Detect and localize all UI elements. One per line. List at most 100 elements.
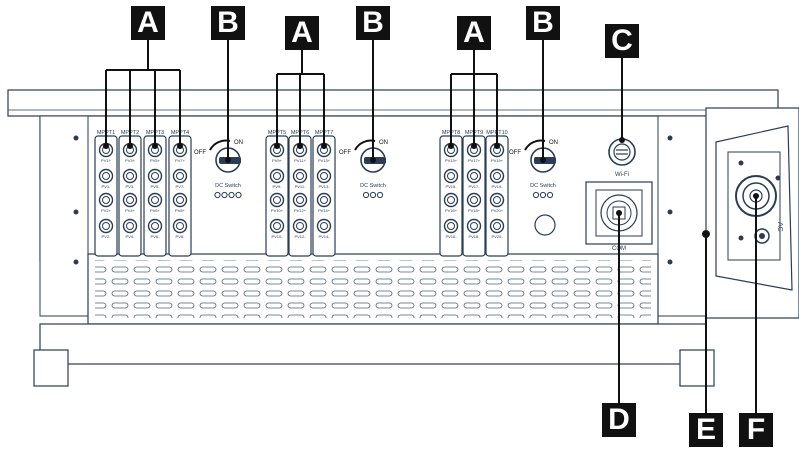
- top-lid: [7, 89, 779, 117]
- pv-connector-core: [296, 222, 304, 230]
- vent-grille: [87, 253, 659, 325]
- dc-switch-label: DC Switch: [215, 183, 241, 189]
- pv-connector-core: [273, 196, 281, 204]
- pv-label: PV14-: [318, 234, 330, 239]
- pv-connector-core: [151, 172, 159, 180]
- bottom-frame: [33, 323, 715, 387]
- pv-label: PV16-: [445, 234, 457, 239]
- pv-label: PV19-: [491, 184, 503, 189]
- callout-a-3: A: [457, 16, 491, 50]
- pv-label: PV9+: [272, 158, 283, 163]
- pv-label: PV4-: [126, 234, 136, 239]
- pv-label: PV16+: [445, 208, 458, 213]
- pv-connector-core: [176, 196, 184, 204]
- pv-label: PV2-: [102, 234, 112, 239]
- pv-connector-core: [470, 222, 478, 230]
- switch-indicator-dot: [214, 191, 221, 199]
- pv-connector-core: [273, 222, 281, 230]
- pv-label: PV15+: [445, 158, 458, 163]
- pv-label: PV5-: [151, 184, 161, 189]
- pv-label: PV10+: [271, 208, 284, 213]
- switch-on-label: ON: [379, 140, 388, 146]
- pv-label: PV18-: [468, 234, 480, 239]
- pv-label: PV7-: [176, 184, 186, 189]
- wifi-port[interactable]: Wi-Fi: [608, 138, 636, 178]
- pv-connector-core: [320, 172, 328, 180]
- switch-indicator-dot: [235, 191, 242, 199]
- callout-c: C: [605, 24, 639, 58]
- pv-label: PV6-: [151, 234, 161, 239]
- pv-label: PV14+: [318, 208, 331, 213]
- dc-switch[interactable]: ON OFF DC Switch: [194, 139, 243, 199]
- pv-label: PV20+: [491, 208, 504, 213]
- pv-connector-core: [176, 222, 184, 230]
- pv-connector-core: [102, 222, 110, 230]
- pv-label: PV8+: [175, 208, 186, 213]
- pv-label: PV3+: [125, 158, 136, 163]
- pv-label: PV12-: [294, 234, 306, 239]
- pv-label: PV8-: [176, 234, 186, 239]
- pv-connector-core: [102, 196, 110, 204]
- pv-label: PV12+: [294, 208, 307, 213]
- pv-label: PV6+: [150, 208, 161, 213]
- switch-off-label: OFF: [339, 150, 351, 156]
- pv-connector-core: [126, 196, 134, 204]
- pv-label: PV11-: [295, 184, 306, 189]
- switch-indicator-dot: [369, 191, 377, 199]
- pv-label: PV3-: [126, 184, 136, 189]
- pv-connector-core: [273, 172, 281, 180]
- pv-label: PV18+: [468, 208, 481, 213]
- callout-b-3: B: [526, 6, 560, 40]
- pv-connector-core: [470, 196, 478, 204]
- pv-label: PV10-: [271, 234, 283, 239]
- ac-side-panel: AC: [702, 107, 799, 319]
- pv-label: PV15-: [445, 184, 457, 189]
- pv-connector-core: [320, 222, 328, 230]
- switch-off-label: OFF: [194, 150, 206, 156]
- pv-connector-core: [126, 172, 134, 180]
- pv-label: PV19+: [491, 158, 504, 163]
- pv-label: PV17+: [468, 158, 481, 163]
- switch-on-label: ON: [234, 140, 243, 146]
- callout-a-1: A: [131, 6, 165, 40]
- dc-switch-label: DC Switch: [530, 183, 556, 189]
- callout-leaders: [105, 38, 757, 413]
- pv-label: PV7+: [175, 158, 186, 163]
- switch-off-label: OFF: [509, 150, 521, 156]
- switch-indicator-dot: [532, 191, 540, 199]
- pv-label: PV17-: [468, 184, 480, 189]
- pv-label: PV2+: [101, 208, 112, 213]
- pv-connector-core: [296, 172, 304, 180]
- pv-connector-core: [296, 196, 304, 204]
- spare-gland: [534, 214, 556, 236]
- switch-indicator-dot: [546, 191, 554, 199]
- pv-label: PV4+: [125, 208, 136, 213]
- pv-connector-core: [493, 196, 501, 204]
- pv-connector-layer: MPPT1PV1+PV1-PV2+PV2-MPPT2PV3+PV3-PV4+PV…: [94, 130, 509, 257]
- pv-label: PV13+: [318, 158, 331, 163]
- pv-connector-core: [176, 172, 184, 180]
- callout-b-1: B: [211, 6, 245, 40]
- pv-connector-core: [151, 222, 159, 230]
- pv-connector-core: [151, 196, 159, 204]
- pv-connector-core: [447, 196, 455, 204]
- switch-indicator-dot: [376, 191, 384, 199]
- callout-e: E: [689, 413, 723, 447]
- pv-connector-core: [102, 172, 110, 180]
- pv-label: PV20-: [491, 234, 503, 239]
- callout-f: F: [739, 413, 773, 447]
- pv-connector-core: [470, 172, 478, 180]
- switch-indicator-dot: [228, 191, 235, 199]
- pv-connector-core: [493, 222, 501, 230]
- pv-connector-core: [126, 222, 134, 230]
- callout-d: D: [602, 403, 636, 437]
- pv-label: PV11+: [294, 158, 306, 163]
- switch-indicator-dot: [362, 191, 370, 199]
- switch-indicator-dot: [221, 191, 228, 199]
- pv-label: PV13-: [318, 184, 330, 189]
